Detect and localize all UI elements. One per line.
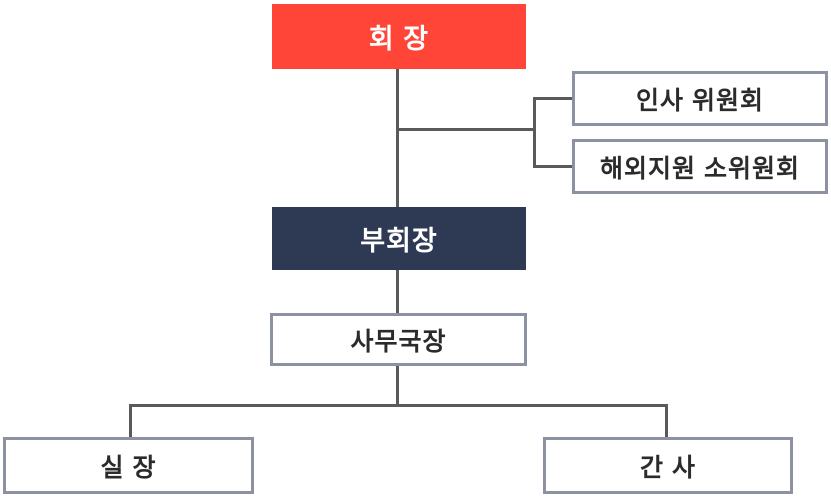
- node-secretary-label: 간 사: [640, 453, 696, 482]
- node-personnel-committee-label: 인사 위원회: [636, 86, 764, 115]
- node-chairman: 회 장: [272, 4, 526, 69]
- node-vice-chairman-label: 부회장: [360, 226, 438, 256]
- node-secretary-general-label: 사무국장: [350, 327, 447, 356]
- node-chairman-label: 회 장: [368, 24, 430, 54]
- connector-chairman-to-vice-chairman: [396, 69, 399, 207]
- connector-secretary-general-down: [396, 366, 399, 407]
- connector-drop-office-head: [129, 404, 132, 437]
- connector-drop-secretary: [665, 404, 668, 437]
- node-overseas-subcommittee-label: 해외지원 소위원회: [600, 154, 800, 183]
- node-office-head: 실 장: [3, 437, 254, 494]
- connector-bottom-horizontal: [129, 404, 668, 407]
- connector-committee-bracket: [533, 97, 536, 168]
- connector-stub-personnel-committee: [533, 97, 572, 100]
- node-personnel-committee: 인사 위원회: [572, 71, 828, 126]
- connector-stub-overseas-subcommittee: [533, 165, 572, 168]
- node-secretary-general: 사무국장: [270, 313, 527, 366]
- node-office-head-label: 실 장: [100, 453, 157, 482]
- node-overseas-subcommittee: 해외지원 소위원회: [572, 139, 828, 194]
- connector-vice-chairman-to-secretary-general: [396, 270, 399, 313]
- node-secretary: 간 사: [543, 437, 793, 494]
- node-vice-chairman: 부회장: [272, 207, 526, 270]
- connector-branch-to-committees: [396, 128, 536, 131]
